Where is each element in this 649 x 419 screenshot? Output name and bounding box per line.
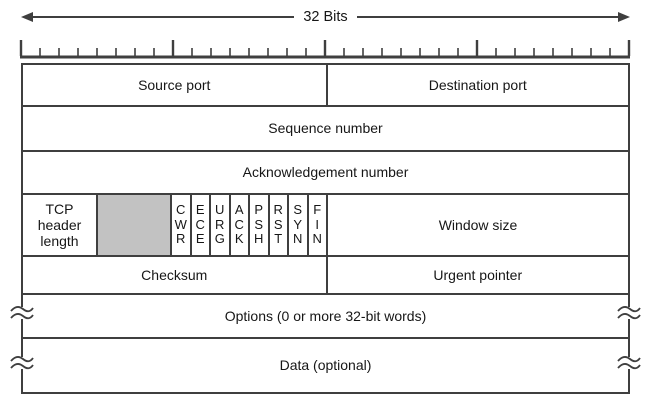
row-checksum: Checksum Urgent pointer xyxy=(23,255,628,293)
field-destination-port: Destination port xyxy=(325,65,629,105)
field-urgent-pointer: Urgent pointer xyxy=(325,257,629,293)
row-acknowledgement-number: Acknowledgement number xyxy=(23,150,628,193)
arrowhead-right-icon xyxy=(618,12,630,22)
field-checksum: Checksum xyxy=(141,266,208,283)
bits-label: 32 Bits xyxy=(303,9,348,25)
field-options: Options (0 or more 32-bit words) xyxy=(224,307,427,324)
reserved-field xyxy=(96,195,170,255)
row-flags: TCP header length C W R E C E U R G A C … xyxy=(23,193,628,255)
field-source-port: Source port xyxy=(138,76,211,93)
flag-syn: S Y N xyxy=(287,195,307,255)
row-ports: Source port Destination port xyxy=(23,65,628,105)
bit-ruler xyxy=(19,40,631,59)
row-data: Data (optional) xyxy=(23,337,628,392)
break-mark-options-left-icon xyxy=(9,306,35,320)
field-window-size: Window size xyxy=(326,195,628,255)
flag-ack: A C K xyxy=(228,195,249,255)
break-mark-data-right-icon xyxy=(616,356,642,370)
arrowhead-left-icon xyxy=(21,12,33,22)
field-sequence-number: Sequence number xyxy=(268,120,383,136)
row-options: Options (0 or more 32-bit words) xyxy=(23,293,628,337)
arrow-line-left xyxy=(33,16,295,18)
field-data: Data (optional) xyxy=(279,357,372,373)
flag-cwr: C W R xyxy=(170,195,190,255)
flag-urg: U R G xyxy=(209,195,229,255)
break-mark-data-left-icon xyxy=(9,356,35,370)
field-tcp-header-length: TCP header length xyxy=(37,201,82,249)
row-sequence-number: Sequence number xyxy=(23,105,628,150)
flag-ece: E C E xyxy=(189,195,210,255)
bits-width-arrow: 32 Bits xyxy=(21,7,630,27)
arrow-line-right xyxy=(356,16,618,18)
flag-rst: R S T xyxy=(267,195,288,255)
flag-fin: F I N xyxy=(306,195,327,255)
field-acknowledgement-number: Acknowledgement number xyxy=(242,164,409,180)
flag-psh: P S H xyxy=(248,195,268,255)
break-mark-options-right-icon xyxy=(616,306,642,320)
header-table: Source port Destination port Sequence nu… xyxy=(21,63,630,394)
